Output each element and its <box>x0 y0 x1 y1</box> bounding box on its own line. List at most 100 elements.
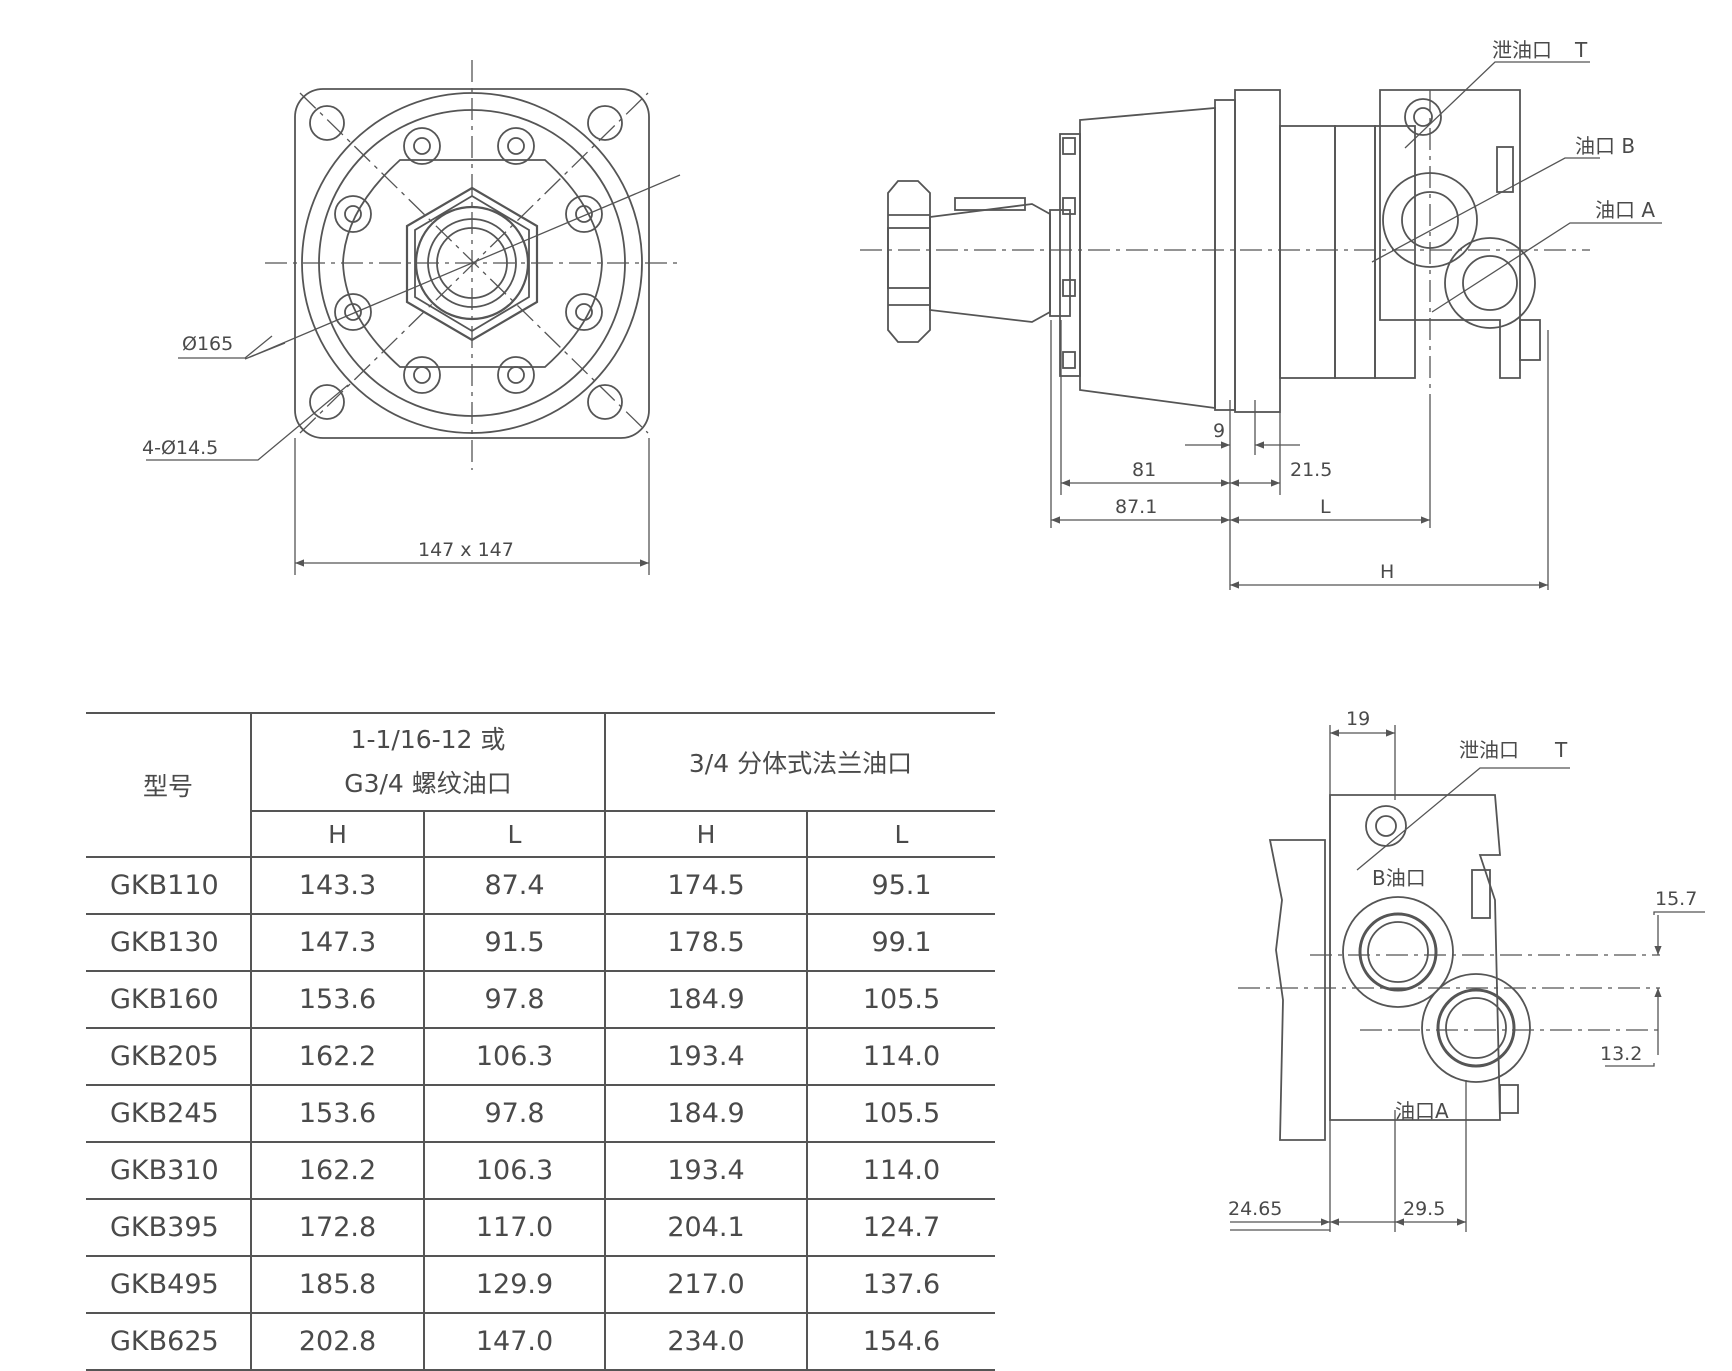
port-detail-view <box>1230 725 1705 1232</box>
h1-cell: 162.2 <box>250 1028 424 1086</box>
l2-cell: 114.0 <box>806 1028 995 1086</box>
dim-13-2: 13.2 <box>1600 1043 1642 1065</box>
h2-cell: 193.4 <box>604 1142 807 1200</box>
detail-port-b-circle <box>1342 896 1454 1008</box>
model-cell: GKB160 <box>86 971 251 1029</box>
table-row: GKB110 143.3 87.4 174.5 95.1 <box>86 857 995 915</box>
l2-cell: 137.6 <box>806 1256 995 1314</box>
dim-29-5: 29.5 <box>1403 1198 1445 1220</box>
dim-9: 9 <box>1213 420 1225 442</box>
l2-cell: 105.5 <box>806 971 995 1029</box>
model-cell: GKB495 <box>86 1256 251 1314</box>
h1-cell: 162.2 <box>250 1142 424 1200</box>
l2-cell: 95.1 <box>806 857 995 915</box>
detail-port-a-label: 油口A <box>1395 1099 1449 1123</box>
dim-L: L <box>1320 496 1331 518</box>
detail-drain-port-code: T <box>1554 738 1568 762</box>
sub-header-h1: H <box>250 811 424 858</box>
l1-cell: 97.8 <box>423 971 605 1029</box>
dim-24-65: 24.65 <box>1228 1198 1282 1220</box>
table-row: GKB310 162.2 106.3 193.4 114.0 <box>86 1142 995 1200</box>
h2-cell: 184.9 <box>604 1085 807 1143</box>
l1-cell: 97.8 <box>423 1085 605 1143</box>
model-cell: GKB110 <box>86 857 251 915</box>
sub-header-l1: L <box>423 811 605 858</box>
h1-cell: 185.8 <box>250 1256 424 1314</box>
l2-cell: 99.1 <box>806 914 995 972</box>
h1-cell: 147.3 <box>250 914 424 972</box>
h2-cell: 184.9 <box>604 971 807 1029</box>
table-row: GKB160 153.6 97.8 184.9 105.5 <box>86 971 995 1029</box>
threaded-port-header-line2: G3/4 螺纹油口 <box>344 769 512 798</box>
model-cell: GKB310 <box>86 1142 251 1200</box>
l1-cell: 117.0 <box>423 1199 605 1257</box>
model-cell: GKB130 <box>86 914 251 972</box>
dim-81: 81 <box>1132 459 1156 481</box>
h1-cell: 143.3 <box>250 857 424 915</box>
flange-size-label: 147 x 147 <box>418 539 514 561</box>
h2-cell: 204.1 <box>604 1199 807 1257</box>
l2-cell: 124.7 <box>806 1199 995 1257</box>
model-cell: GKB625 <box>86 1313 251 1371</box>
h1-cell: 172.8 <box>250 1199 424 1257</box>
detail-port-b-label: B油口 <box>1372 866 1426 890</box>
dim-H: H <box>1380 561 1394 583</box>
flange-plate <box>1234 89 1281 413</box>
dim-87-1: 87.1 <box>1115 496 1157 518</box>
mounting-holes-label: 4-Ø14.5 <box>142 437 218 459</box>
h2-cell: 193.4 <box>604 1028 807 1086</box>
table-row: GKB625 202.8 147.0 234.0 154.6 <box>86 1313 995 1371</box>
sub-header-l2: L <box>806 811 995 858</box>
side-port-b-label: 油口 B <box>1575 134 1635 158</box>
dim-15-7: 15.7 <box>1655 888 1697 910</box>
detail-drain-port-label: 泄油口 <box>1459 738 1519 762</box>
pcd-diameter-label: Ø165 <box>182 333 233 355</box>
model-header: 型号 <box>86 712 251 858</box>
l2-cell: 114.0 <box>806 1142 995 1200</box>
l1-cell: 106.3 <box>423 1142 605 1200</box>
l1-cell: 106.3 <box>423 1028 605 1086</box>
h2-cell: 178.5 <box>604 914 807 972</box>
table-row: GKB245 153.6 97.8 184.9 105.5 <box>86 1085 995 1143</box>
side-view <box>860 61 1662 590</box>
threaded-port-header-line1: 1-1/16-12 或 <box>350 725 506 754</box>
l2-cell: 154.6 <box>806 1313 995 1371</box>
side-bolts <box>1062 137 1076 369</box>
front-view <box>146 60 681 575</box>
l1-cell: 87.4 <box>423 857 605 915</box>
l1-cell: 147.0 <box>423 1313 605 1371</box>
front-mount-holes <box>309 105 623 420</box>
shaft-taper <box>929 203 1051 323</box>
dimension-table: 型号 1-1/16-12 或 G3/4 螺纹油口 3/4 分体式法兰油口 H L… <box>86 712 995 1371</box>
motor-housing <box>1079 107 1216 410</box>
sub-header-h2: H <box>604 811 807 858</box>
model-cell: GKB395 <box>86 1199 251 1257</box>
table-row: GKB395 172.8 117.0 204.1 124.7 <box>86 1199 995 1257</box>
l1-cell: 91.5 <box>423 914 605 972</box>
h2-cell: 234.0 <box>604 1313 807 1371</box>
model-cell: GKB205 <box>86 1028 251 1086</box>
table-row: GKB205 162.2 106.3 193.4 114.0 <box>86 1028 995 1086</box>
threaded-port-header: 1-1/16-12 或 G3/4 螺纹油口 <box>250 712 605 812</box>
dim-19: 19 <box>1346 708 1370 730</box>
h1-cell: 202.8 <box>250 1313 424 1371</box>
model-cell: GKB245 <box>86 1085 251 1143</box>
table-row: GKB495 185.8 129.9 217.0 137.6 <box>86 1256 995 1314</box>
dim-21-5: 21.5 <box>1290 459 1332 481</box>
port-block <box>1379 89 1521 379</box>
shaft-nut <box>887 180 931 343</box>
h1-cell: 153.6 <box>250 1085 424 1143</box>
h2-cell: 217.0 <box>604 1256 807 1314</box>
side-port-a-label: 油口 A <box>1595 198 1655 222</box>
side-drain-port-label: 泄油口 <box>1492 38 1552 62</box>
detail-port-a-circle <box>1421 973 1531 1083</box>
l2-cell: 105.5 <box>806 1085 995 1143</box>
port-a-circle <box>1444 237 1536 329</box>
l1-cell: 129.9 <box>423 1256 605 1314</box>
port-detail-block <box>1329 794 1501 1121</box>
front-bolt-holes <box>334 127 603 394</box>
h1-cell: 153.6 <box>250 971 424 1029</box>
table-row: GKB130 147.3 91.5 178.5 99.1 <box>86 914 995 972</box>
flange-port-header: 3/4 分体式法兰油口 <box>604 712 995 812</box>
